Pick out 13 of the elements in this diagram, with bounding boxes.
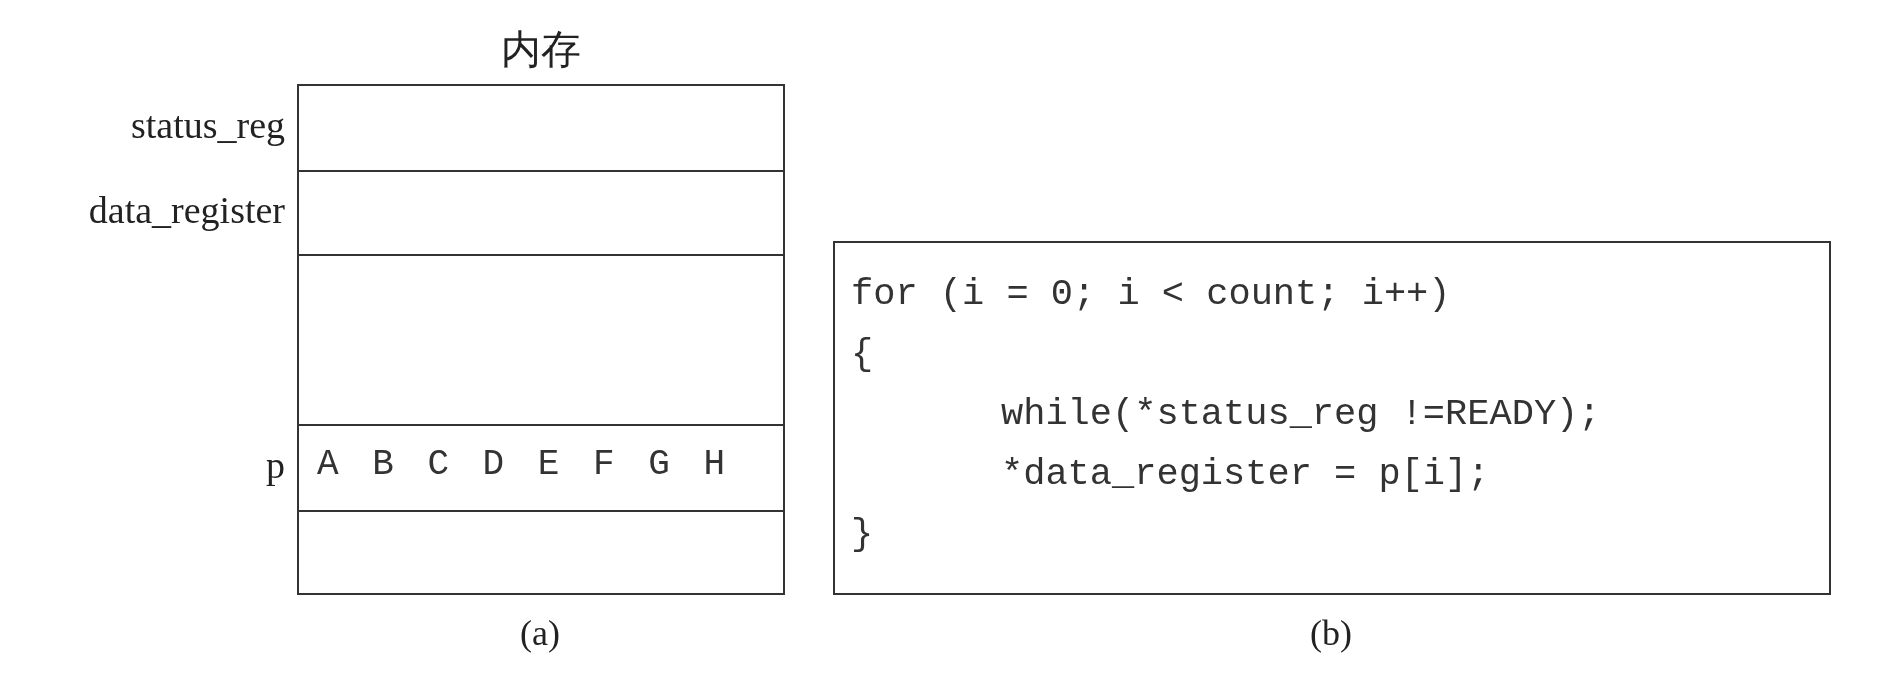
code-box — [833, 241, 1831, 595]
heading: 内存 — [500, 26, 582, 74]
subfigure-label: (b) — [1310, 612, 1352, 654]
code-line: { — [851, 333, 874, 375]
code-line: *data_register = p[i]; — [1001, 453, 1490, 495]
register-label: p — [266, 443, 285, 487]
register-label: data_register — [88, 188, 285, 232]
subfigure-label: (a) — [520, 612, 560, 654]
code-line: for (i = 0; i < count; i++) — [851, 273, 1451, 315]
register-label: status_reg — [130, 103, 285, 147]
code-line: while(*status_reg !=READY); — [1001, 393, 1601, 435]
byte-values: A B C D E F G H — [317, 444, 726, 485]
code-line: } — [851, 513, 874, 555]
